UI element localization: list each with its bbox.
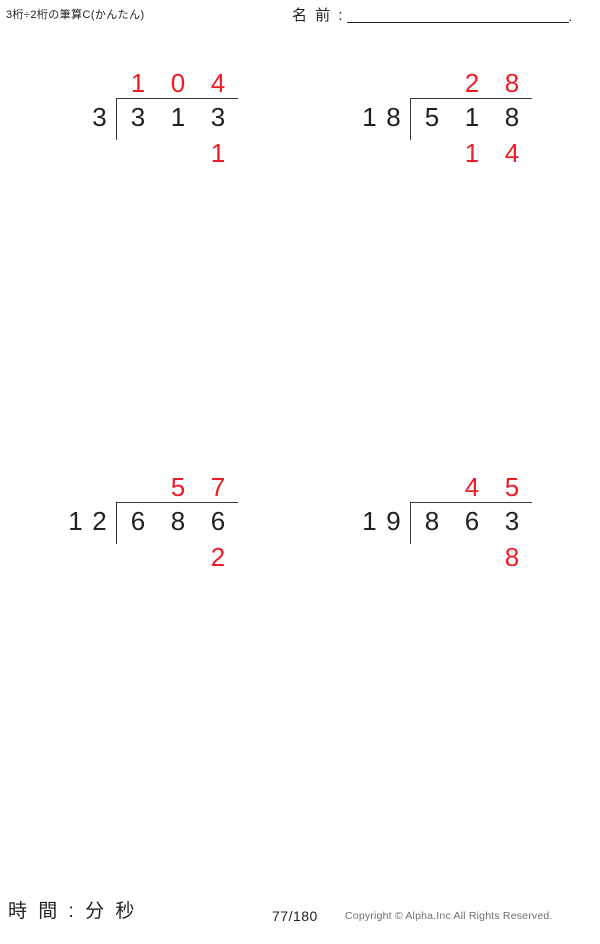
dividend-digit: 6 bbox=[210, 506, 226, 536]
dividend-digit: 1 bbox=[464, 102, 480, 132]
quotient-3: 5 7 bbox=[118, 470, 238, 504]
division-bracket-3 bbox=[116, 502, 238, 544]
divisor-digit: 3 bbox=[92, 101, 108, 132]
remainder-digit: 4 bbox=[504, 138, 520, 168]
quotient-4: 4 5 bbox=[412, 470, 532, 504]
division-bracket-2 bbox=[410, 98, 532, 140]
quotient-digit: 1 bbox=[130, 68, 146, 98]
division-problem-1: 3 1 0 4 3 1 3 1 bbox=[0, 62, 280, 182]
divisor-3: 1 2 bbox=[56, 504, 112, 538]
quotient-digit: 2 bbox=[464, 68, 480, 98]
divisor-digit: 1 bbox=[362, 505, 378, 536]
quotient-digit: 5 bbox=[504, 472, 520, 502]
divisor-1: 3 bbox=[56, 100, 112, 134]
quotient-digit: 7 bbox=[210, 472, 226, 502]
divisor-digit: 1 bbox=[362, 101, 378, 132]
division-problem-4: 1 9 4 5 8 6 3 8 bbox=[294, 466, 574, 586]
quotient-2: 2 8 bbox=[412, 66, 532, 100]
time-label: 時 間 : 分 秒 bbox=[8, 901, 138, 922]
quotient-digit: 4 bbox=[464, 472, 480, 502]
dividend-digit: 3 bbox=[210, 102, 226, 132]
divisor-digit: 9 bbox=[386, 505, 402, 536]
dividend-digit: 1 bbox=[170, 102, 186, 132]
division-bracket-1 bbox=[116, 98, 238, 140]
division-problem-3: 1 2 5 7 6 8 6 2 bbox=[0, 466, 280, 586]
page-title: 3桁÷2桁の筆算C(かんたん) bbox=[6, 9, 145, 21]
division-problem-2: 1 8 2 8 5 1 8 1 4 bbox=[294, 62, 574, 182]
quotient-digit: 4 bbox=[210, 68, 226, 98]
quotient-digit: 5 bbox=[170, 472, 186, 502]
quotient-1: 1 0 4 bbox=[118, 66, 238, 100]
time-field: 時 間 : 分 秒 bbox=[8, 896, 218, 926]
dividend-digit: 6 bbox=[464, 506, 480, 536]
divisor-2: 1 8 bbox=[350, 100, 406, 134]
dividend-1: 3 1 3 bbox=[118, 100, 238, 134]
dividend-2: 5 1 8 bbox=[412, 100, 532, 134]
divisor-digit: 8 bbox=[386, 101, 402, 132]
remainder-2: 1 4 bbox=[412, 136, 532, 170]
quotient-digit: 0 bbox=[170, 68, 186, 98]
remainder-4: 8 bbox=[412, 540, 532, 574]
name-period: . bbox=[568, 9, 573, 24]
remainder-1: 1 bbox=[118, 136, 238, 170]
dividend-digit: 8 bbox=[504, 102, 520, 132]
name-write-line[interactable] bbox=[346, 22, 569, 23]
page-number: 77/180 bbox=[272, 908, 318, 924]
dividend-digit: 5 bbox=[424, 102, 440, 132]
dividend-4: 8 6 3 bbox=[412, 504, 532, 538]
remainder-digit: 1 bbox=[210, 138, 226, 168]
divisor-digit: 1 bbox=[68, 505, 84, 536]
name-label: 名 前 : bbox=[292, 7, 345, 24]
dividend-digit: 6 bbox=[130, 506, 146, 536]
name-field: 名 前 : . bbox=[292, 8, 572, 25]
quotient-digit: 8 bbox=[504, 68, 520, 98]
division-bracket-4 bbox=[410, 502, 532, 544]
remainder-digit: 8 bbox=[504, 542, 520, 572]
dividend-digit: 8 bbox=[170, 506, 186, 536]
remainder-digit: 1 bbox=[464, 138, 480, 168]
divisor-4: 1 9 bbox=[350, 504, 406, 538]
dividend-3: 6 8 6 bbox=[118, 504, 238, 538]
dividend-digit: 3 bbox=[504, 506, 520, 536]
remainder-digit: 2 bbox=[210, 542, 226, 572]
dividend-digit: 8 bbox=[424, 506, 440, 536]
remainder-3: 2 bbox=[118, 540, 238, 574]
divisor-digit: 2 bbox=[92, 505, 108, 536]
dividend-digit: 3 bbox=[130, 102, 146, 132]
copyright-notice: Copyright © Alpha.Inc All Rights Reserve… bbox=[345, 910, 553, 922]
